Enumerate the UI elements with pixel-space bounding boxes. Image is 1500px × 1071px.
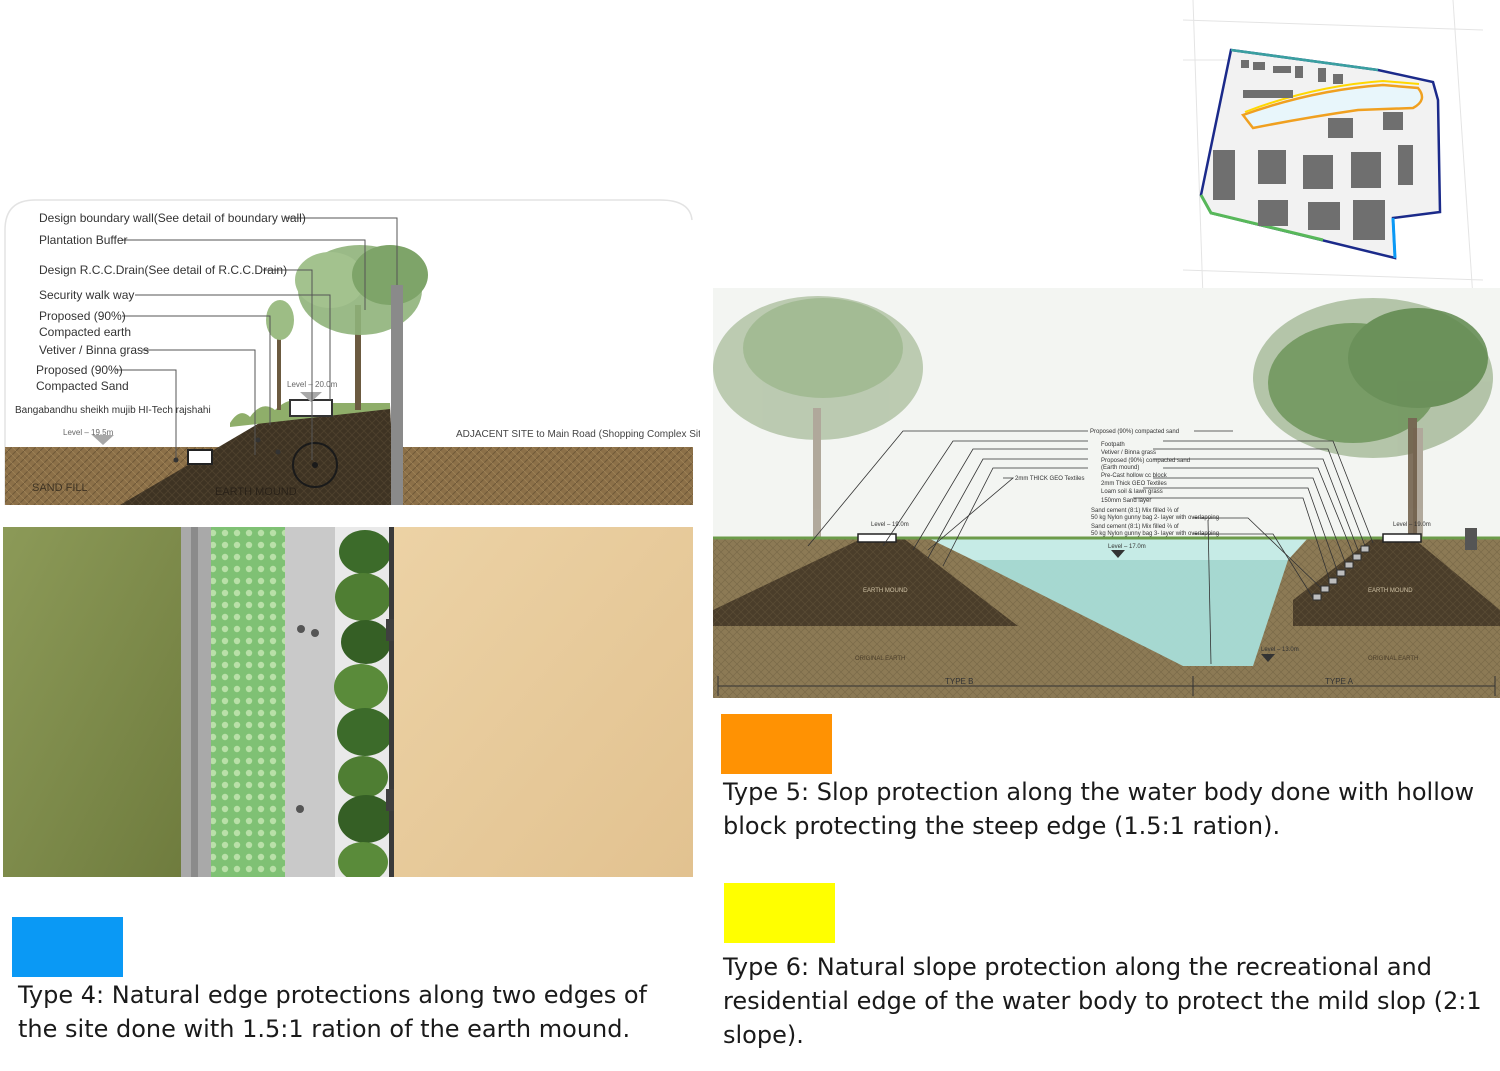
label-compacted-sand-2: Compacted Sand bbox=[36, 379, 129, 393]
plan-shrubs bbox=[334, 530, 394, 877]
type4-caption: Type 4: Natural edge protections along t… bbox=[18, 981, 648, 1043]
label-footpath: Footpath bbox=[1101, 442, 1125, 448]
label-hollow-block: Pre-Cast hollow cc block bbox=[1101, 473, 1168, 479]
label-compacted-sand-1: Proposed (90%) bbox=[36, 363, 123, 377]
label-level-left: Level – 19.0m bbox=[871, 522, 909, 528]
site-key-plan bbox=[1183, 0, 1483, 298]
label-compacted-earth-2: Compacted earth bbox=[39, 325, 131, 339]
label-level-high: Level – 20.0m bbox=[287, 380, 338, 389]
type5-swatch bbox=[721, 714, 832, 774]
boundary-wall bbox=[391, 285, 403, 505]
rcc-drain bbox=[187, 449, 213, 465]
label-compacted-earth-1: Proposed (90%) bbox=[39, 309, 126, 323]
label-security-walkway: Security walk way bbox=[39, 288, 134, 302]
label-original-earth-left: ORIGINAL EARTH bbox=[855, 656, 905, 662]
type56-section-drawing: Proposed (90%) compacted sand Footpath V… bbox=[713, 288, 1500, 698]
label-compacted-sand-mid: Proposed (90%) compacted sand bbox=[1101, 458, 1190, 464]
label-sand-fill: SAND FILL bbox=[32, 482, 88, 494]
level-marker-low bbox=[92, 435, 114, 445]
label-sand-cement-2b: 50 kg Nylon gunny bag 3- layer with over… bbox=[1091, 531, 1219, 537]
site-buildings bbox=[1213, 60, 1413, 240]
label-original-earth-right: ORIGINAL EARTH bbox=[1368, 656, 1418, 662]
dimension-line bbox=[717, 676, 1496, 696]
label-sand-cement-1b: 50 kg Nylon gunny bag 2- layer with over… bbox=[1091, 515, 1219, 521]
plan-grass-field bbox=[3, 527, 181, 877]
label-earth-mound-note: (Earth mound) bbox=[1101, 465, 1139, 471]
type5-caption: Type 5: Slop protection along the water … bbox=[723, 778, 1475, 840]
drain-pipe bbox=[292, 442, 338, 488]
security-walkway bbox=[289, 399, 333, 417]
water-body-path bbox=[1240, 83, 1424, 130]
label-adjacent-site: ADJACENT SITE to Main Road (Shopping Com… bbox=[456, 429, 700, 440]
type4-section-drawing: Design boundary wall(See detail of bound… bbox=[4, 199, 700, 505]
label-plantation-buffer: Plantation Buffer bbox=[39, 233, 128, 247]
label-type-a: TYPE A bbox=[1325, 677, 1354, 686]
label-level-low: Level – 19.5m bbox=[63, 428, 114, 437]
label-earth-mound-left: EARTH MOUND bbox=[863, 588, 908, 594]
label-geo-textiles-left: 2mm THICK GEO Textiles bbox=[1015, 476, 1084, 482]
label-compacted-sand-top: Proposed (90%) compacted sand bbox=[1090, 429, 1179, 435]
leader-lines bbox=[116, 217, 398, 460]
plan-boundary-wall bbox=[389, 527, 394, 877]
label-loam-soil: Loam soil & lawn grass bbox=[1101, 489, 1163, 495]
plan-grass-pavers bbox=[211, 527, 285, 877]
label-rcc-drain: Design R.C.C.Drain(See detail of R.C.C.D… bbox=[39, 263, 287, 277]
plan-adjacent-site bbox=[394, 527, 693, 877]
label-sand-cement-1a: Sand cement (8:1) Mix filled ⅔ of bbox=[1091, 508, 1179, 514]
label-sand-cement-2a: Sand cement (8:1) Mix filled ⅔ of bbox=[1091, 524, 1179, 530]
label-geo-textiles: 2mm Thick GEO Textiles bbox=[1101, 481, 1167, 487]
leader-lines-right bbox=[807, 430, 1374, 665]
earth-mound-left bbox=[713, 538, 1018, 626]
label-vetiver: Vetiver / Binna grass bbox=[39, 343, 149, 357]
label-type-b: TYPE B bbox=[945, 677, 973, 686]
label-level-bottom: Level – 13.0m bbox=[1261, 647, 1299, 653]
leader-dots bbox=[173, 437, 281, 463]
type4-swatch bbox=[12, 917, 123, 977]
label-earth-mound-right: EARTH MOUND bbox=[1368, 588, 1413, 594]
label-level-right: Level – 19.0m bbox=[1393, 522, 1431, 528]
type4-plan-view bbox=[3, 527, 693, 877]
label-boundary-wall: Design boundary wall(See detail of bound… bbox=[39, 211, 306, 225]
label-site-name: Bangabandhu sheikh mujib HI-Tech rajshah… bbox=[15, 405, 211, 416]
hollow-block-protection bbox=[1312, 545, 1370, 601]
label-sand-layer: 150mm Sand layer bbox=[1101, 498, 1151, 504]
level-marker-high bbox=[300, 392, 322, 402]
type6-caption: Type 6: Natural slope protection along t… bbox=[723, 953, 1482, 1049]
label-earth-mound: EARTH MOUND bbox=[215, 486, 297, 498]
earth-mound-right bbox=[1293, 538, 1500, 626]
type6-swatch bbox=[724, 883, 835, 943]
plan-security-walkway bbox=[285, 527, 335, 877]
pedestrian-icon bbox=[296, 625, 319, 813]
label-vetiver-right: Vetiver / Binna grass bbox=[1101, 450, 1156, 456]
earth-mound bbox=[120, 405, 395, 505]
label-level-water: Level – 17.0m bbox=[1108, 544, 1146, 550]
